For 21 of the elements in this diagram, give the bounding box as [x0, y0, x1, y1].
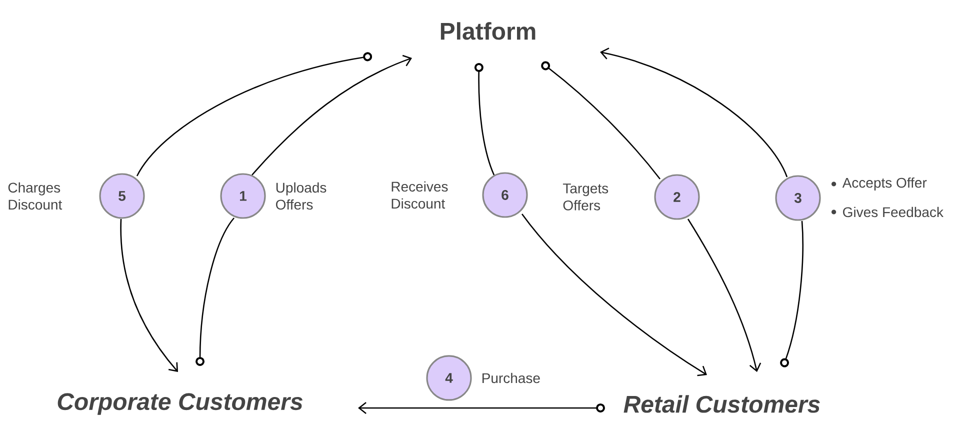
arrow — [687, 218, 762, 372]
arrow — [120, 218, 178, 372]
customer-group-label: Corporate Customers — [58, 393, 302, 415]
step-description: Purchase — [482, 372, 540, 384]
arrow — [541, 61, 661, 180]
arrow — [252, 54, 412, 176]
arrow — [522, 214, 707, 376]
arrow — [474, 63, 495, 176]
step-description: Uploads Offers — [276, 182, 326, 210]
arrow — [136, 52, 372, 176]
step-description: Charges Discount — [8, 182, 62, 210]
bullet-item: Gives Feedback — [832, 206, 944, 218]
arrow — [600, 48, 788, 178]
customer-group-label: Retail Customers — [624, 395, 820, 413]
step-description: Targets Offers — [562, 184, 608, 210]
arrow — [196, 218, 235, 366]
arrow — [358, 402, 605, 414]
step-description: Receives Discount — [392, 181, 448, 209]
bullet-item: Accepts Offer — [832, 177, 927, 190]
arrow — [780, 220, 804, 368]
platform-title: Platform — [440, 22, 536, 40]
